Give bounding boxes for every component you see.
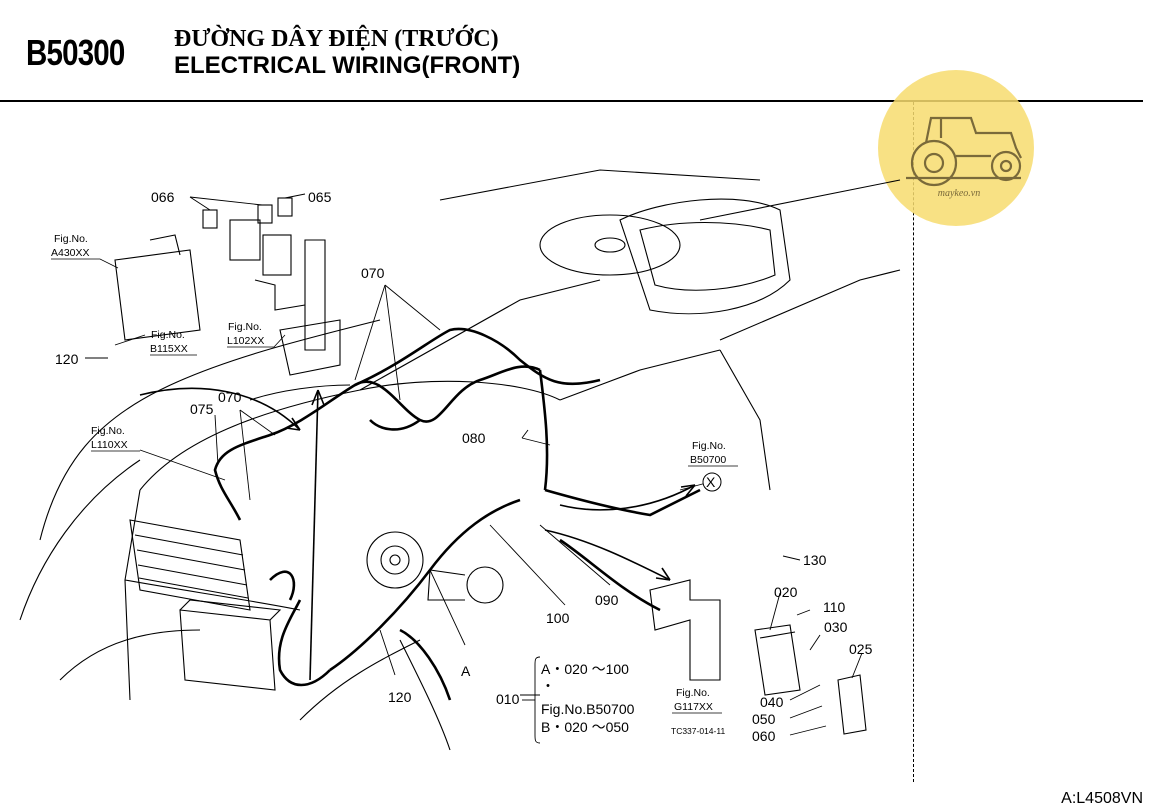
part-070-left: 070	[218, 389, 242, 405]
assembly-line4: B・020 ～050	[541, 719, 629, 735]
part-065: 065	[308, 189, 332, 205]
title-english: ELECTRICAL WIRING(FRONT)	[174, 52, 521, 79]
part-080: 080	[462, 430, 486, 446]
column-divider	[913, 102, 914, 782]
fig-ref-g117: Fig.No. G117XX	[672, 687, 722, 714]
part-100: 100	[546, 610, 570, 626]
part-025: 025	[849, 641, 873, 657]
svg-text:G117XX: G117XX	[674, 701, 713, 713]
leader-lines	[85, 193, 863, 736]
part-050: 050	[752, 711, 776, 727]
part-120-bottom: 120	[388, 689, 412, 705]
part-130: 130	[803, 552, 827, 568]
svg-text:L102XX: L102XX	[227, 335, 264, 347]
direction-arrows	[139, 387, 696, 681]
svg-text:B50700: B50700	[690, 454, 726, 466]
fig-ref-b115: Fig.No. B115XX	[150, 329, 197, 356]
drawing-code: TC337-014-11	[671, 726, 725, 736]
title-vietnamese: ĐƯỜNG DÂY ĐIỆN (TRƯỚC)	[174, 26, 499, 52]
part-120-left: 120	[55, 351, 79, 367]
header-rule	[0, 100, 1143, 102]
callout-a: A	[461, 663, 471, 679]
svg-text:A430XX: A430XX	[51, 247, 90, 259]
watermark-circle	[878, 70, 1034, 226]
page-code: B50300	[26, 32, 125, 73]
part-110: 110	[823, 599, 846, 615]
svg-text:Fig.No.: Fig.No.	[676, 687, 710, 699]
part-075: 075	[190, 401, 214, 417]
part-090: 090	[595, 592, 619, 608]
wiring-harness	[213, 327, 701, 701]
wiring-diagram: 066 065 070 070 075 120 080 130 020 110 …	[19, 169, 901, 751]
svg-text:Fig.No.: Fig.No.	[228, 321, 262, 333]
part-040: 040	[760, 694, 784, 710]
assembly-line3: Fig.No.B50700	[541, 701, 635, 717]
assembly-callout: 010 A・020 ～100 ・ Fig.No.B50700 B・020 ～05…	[496, 656, 635, 744]
fig-ref-l110: Fig.No. L110XX	[91, 425, 140, 452]
watermark-text: maykeo.vn	[938, 188, 980, 199]
svg-text:L110XX: L110XX	[91, 439, 128, 451]
fig-ref-l102: Fig.No. L102XX	[227, 321, 286, 348]
page-reference: A:L4508VN	[1061, 790, 1143, 807]
assembly-line2: ・	[541, 678, 555, 694]
svg-text:Fig.No.: Fig.No.	[54, 233, 88, 245]
svg-text:B115XX: B115XX	[150, 343, 188, 355]
part-060: 060	[752, 728, 776, 744]
part-066: 066	[151, 189, 175, 205]
callout-x-circle	[702, 472, 722, 492]
fig-ref-b50700: Fig.No. B50700	[688, 440, 738, 467]
part-020: 020	[774, 584, 798, 600]
svg-text:Fig.No.: Fig.No.	[151, 329, 185, 341]
tractor-icon	[906, 116, 1022, 187]
fig-ref-a430: Fig.No. A430XX	[51, 233, 119, 269]
svg-text:Fig.No.: Fig.No.	[692, 440, 726, 452]
tractor-outline	[19, 169, 901, 751]
watermark-logo: maykeo.vn	[878, 70, 1034, 226]
assembly-number: 010	[496, 691, 520, 707]
part-070-top: 070	[361, 265, 385, 281]
callout-x: X	[706, 474, 716, 490]
part-030: 030	[824, 619, 848, 635]
assembly-line1: A・020 ～100	[541, 661, 629, 677]
svg-text:Fig.No.: Fig.No.	[91, 425, 125, 437]
